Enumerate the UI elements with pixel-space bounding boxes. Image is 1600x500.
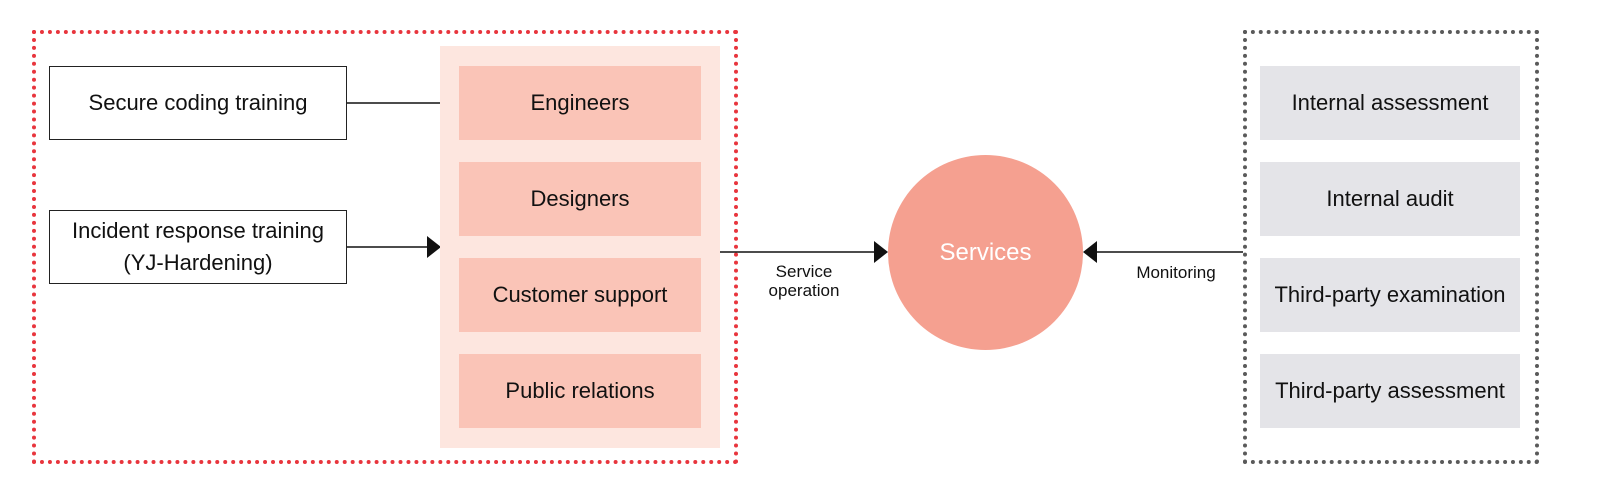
organization-group — [32, 30, 738, 464]
monitor-internal-assessment: Internal assessment — [1260, 66, 1520, 140]
incident-response-training-box: Incident response training (YJ-Hardening… — [49, 210, 347, 284]
secure-coding-training-box: Secure coding training — [49, 66, 347, 140]
team-customer-support: Customer support — [459, 258, 701, 332]
monitor-internal-audit: Internal audit — [1260, 162, 1520, 236]
monitoring-group — [1243, 30, 1539, 464]
monitor-third-party-examination: Third-party examination — [1260, 258, 1520, 332]
monitor-third-party-assessment: Third-party assessment — [1260, 354, 1520, 428]
monitoring-label: Monitoring — [1136, 263, 1216, 282]
arrowhead-services-left — [874, 241, 888, 263]
service-operation-label: Service operation — [768, 262, 840, 300]
team-designers: Designers — [459, 162, 701, 236]
team-engineers: Engineers — [459, 66, 701, 140]
services-node: Services — [888, 155, 1083, 350]
services-label: Services — [939, 238, 1032, 266]
arrowhead-team-panel — [427, 236, 441, 258]
team-public-relations: Public relations — [459, 354, 701, 428]
arrowhead-services-right — [1083, 241, 1097, 263]
team-panel: Engineers Designers Customer support Pub… — [440, 46, 720, 448]
